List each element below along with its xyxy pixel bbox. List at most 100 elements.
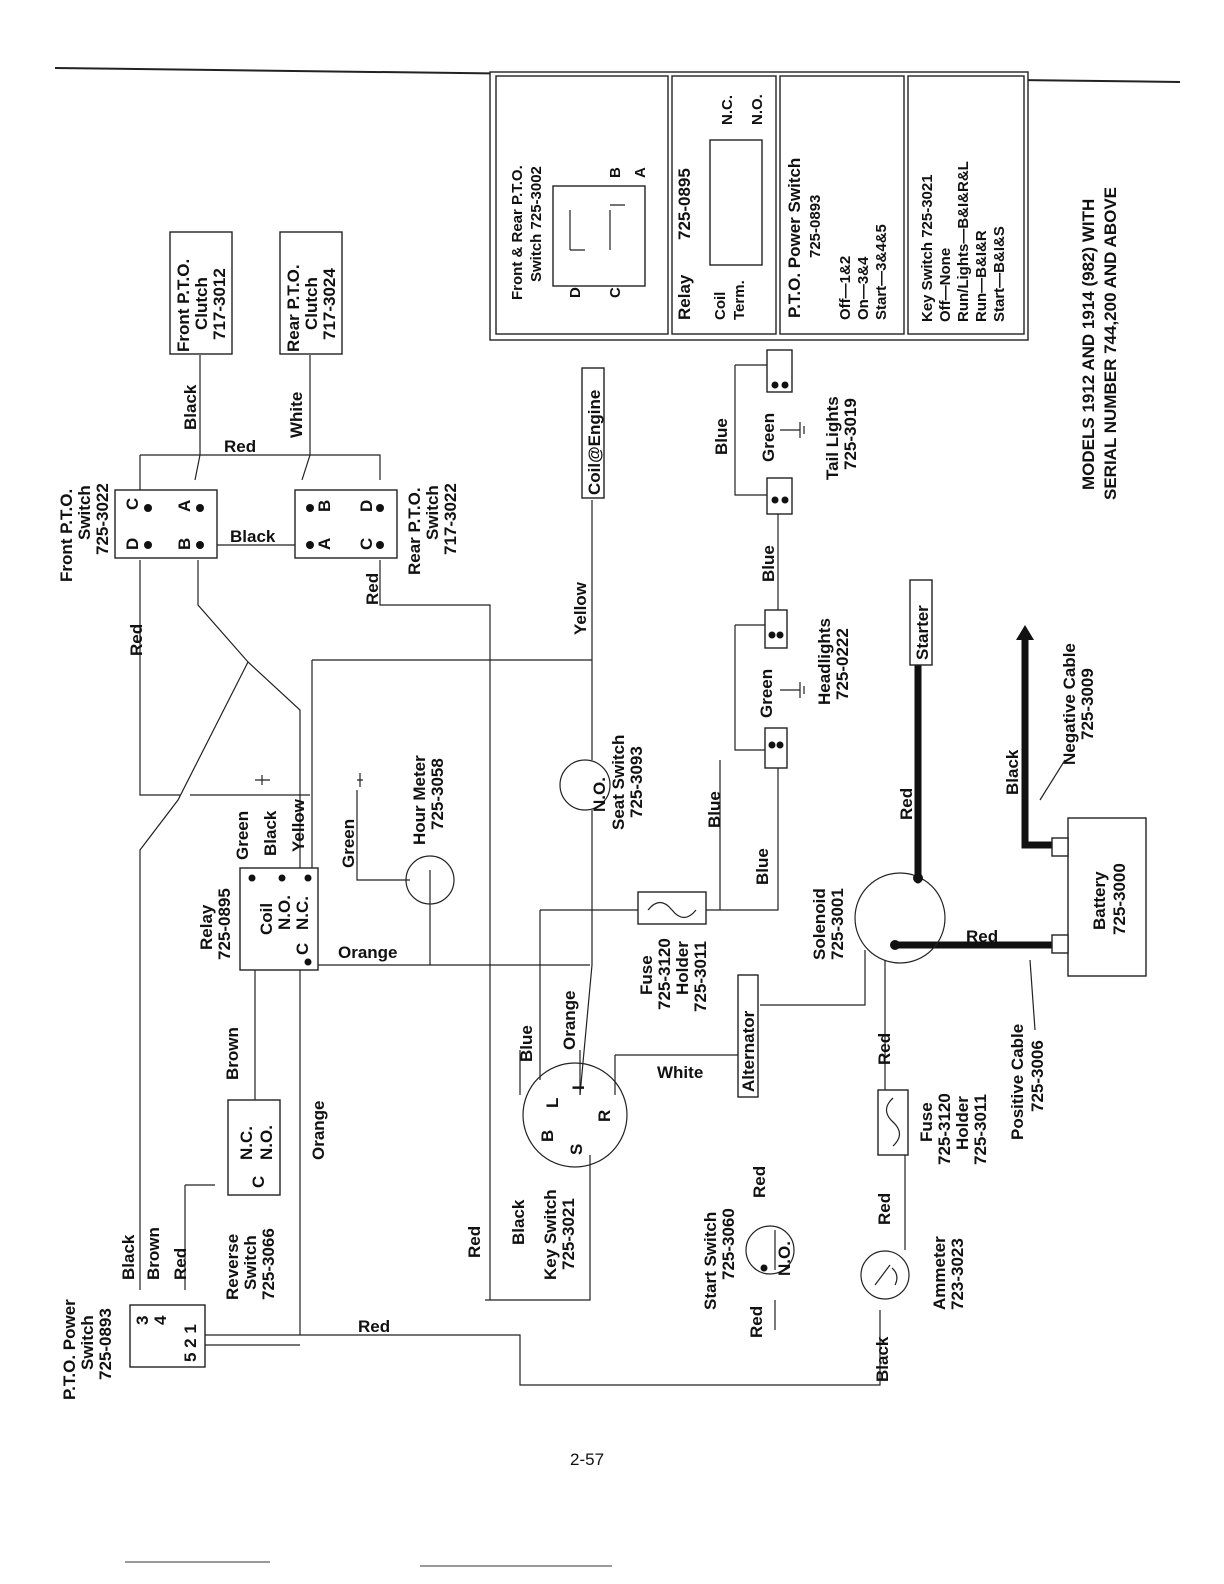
wire-label-orange-left: Orange [309, 1100, 328, 1160]
wire-label-black-batt: Black [1003, 749, 1022, 795]
wire-label-blue-head: Blue [759, 545, 778, 582]
rear-clutch-line1: Rear P.T.O. [284, 264, 303, 352]
solenoid-line2: 725-3001 [828, 888, 847, 960]
wire-label-red-pto: Red [171, 1248, 190, 1280]
wire-label-red-starter: Red [897, 788, 916, 820]
wire-label-black-ammeter: Black [873, 1336, 892, 1382]
ammeter-line2: 723-3023 [948, 1238, 967, 1310]
legend-relay-nc: N.C. [719, 95, 736, 125]
wire-label-blue-key: Blue [517, 1025, 536, 1062]
wire-label-orange-key: Orange [560, 990, 579, 1050]
wire-label-blue-mid1: Blue [705, 791, 724, 828]
legend-pto-power-part: 725-0893 [807, 195, 824, 258]
front-switch-terminals-d: D [123, 538, 142, 550]
reverse-c: C [249, 1176, 268, 1188]
negative-cable-line1: Negative Cable [1060, 643, 1079, 765]
negative-cable-label: Negative Cable 725-3009 [1039, 643, 1097, 801]
legend-relay-coil: Coil [712, 292, 729, 320]
solenoid: Solenoid 725-3001 [810, 872, 946, 964]
reverse-no: N.O. [257, 1125, 276, 1160]
rear-pto-switch: B D A C Rear P.T.O. Switch 717-3022 [294, 483, 460, 575]
legend-relay-title: Relay [675, 274, 694, 320]
positive-cable-line1: Positive Cable [1008, 1024, 1027, 1140]
fuse-top-line1: Fuse [637, 955, 656, 995]
ammeter: Ammeter 723-3023 [860, 1236, 967, 1310]
wire-label-white-rear: White [287, 392, 306, 438]
legend-pto-power-state-2: Start—3&4&5 [873, 224, 890, 320]
legend-key-switch-title: Key Switch 725-3021 [919, 174, 936, 322]
fuse-top-line4: 725-3011 [691, 941, 710, 1012]
relay-nc: N.C. [293, 896, 312, 930]
key-switch-line2: 725-3021 [559, 1198, 578, 1270]
relay-coil: Coil [257, 903, 276, 935]
reverse-nc: N.C. [237, 1126, 256, 1160]
relay: Coil N.O. C N.C. Relay 725-0895 [197, 775, 319, 971]
rear-clutch-line3: 717-3024 [320, 268, 339, 340]
wire-label-white-alt: White [657, 1063, 703, 1082]
coil-engine-label: Coil@Engine [585, 390, 604, 495]
wire-labels: Black White Red Black Red Red Yellow Blu… [119, 384, 1022, 1382]
battery-line1: Battery [1090, 871, 1109, 930]
key-switch-line1: Key Switch [541, 1189, 560, 1280]
wire-label-brown-pto: Brown [144, 1227, 163, 1280]
rear-switch-line3: 717-3022 [441, 483, 460, 555]
wire-label-black-pto: Black [119, 1234, 138, 1280]
front-clutch-line2: Clutch [192, 277, 211, 330]
wire-label-green-relay: Green [233, 811, 252, 860]
models-title-line1: MODELS 1912 AND 1914 (982) WITH [1079, 199, 1098, 490]
fuse-top: Fuse 725-3120 Holder 725-3011 [637, 891, 710, 1012]
tail-lights: Tail Lights 725-3019 [766, 349, 860, 515]
key-switch: B L I S R Key Switch 725-3021 [522, 1062, 628, 1280]
reverse-line3: 725-3066 [259, 1228, 278, 1300]
rear-pto-clutch: Rear P.T.O. Clutch 717-3024 [279, 231, 343, 355]
rear-clutch-line2: Clutch [302, 277, 321, 330]
front-clutch-line1: Front P.T.O. [174, 259, 193, 352]
wire-label-red-ammeter: Red [875, 1193, 894, 1225]
headlights-line1: Headlights [815, 618, 834, 705]
models-title-line2: SERIAL NUMBER 744,200 AND ABOVE [1101, 187, 1120, 500]
front-switch-line1: Front P.T.O. [57, 489, 76, 582]
legend-relay-term: Term. [731, 280, 748, 320]
headlights-line2: 725-0222 [833, 628, 852, 700]
seat-switch-line1: Seat Switch [609, 735, 628, 830]
rear-switch-a: A [315, 538, 334, 550]
relay-line2: 725-0895 [215, 888, 234, 960]
tail-lights-line1: Tail Lights [823, 396, 842, 480]
rear-switch-c: C [357, 538, 376, 550]
headlights: Headlights 725-0222 [764, 609, 852, 769]
pto-power-line2: Switch [78, 1315, 97, 1370]
wire-label-red-start: Red [750, 1166, 769, 1198]
wire-label-yellow-relay: Yellow [289, 798, 308, 852]
front-switch-terminals-b: B [175, 538, 194, 550]
legend-terminal-c: C [607, 287, 624, 298]
wire-label-brown-relay: Brown [223, 1027, 242, 1080]
rear-switch-b: B [315, 500, 334, 512]
legend-pto-power-title: P.T.O. Power Switch [785, 158, 804, 318]
legend-pto-switch-part: Switch 725-3002 [528, 166, 545, 282]
wire-label-green-head: Green [757, 669, 776, 718]
front-clutch-line3: 717-3012 [210, 268, 229, 340]
pto-power-switch: 3 4 5 2 1 P.T.O. Power Switch 725-0893 [60, 1299, 206, 1400]
key-terminal-i: I [569, 1085, 588, 1090]
fuse-bottom-line4: 725-3011 [971, 1094, 990, 1165]
fuse-top-line2: 725-3120 [655, 938, 674, 1010]
ammeter-line1: Ammeter [930, 1236, 949, 1310]
wire-label-red-fuse: Red [875, 1033, 894, 1065]
negative-cable [1021, 636, 1069, 849]
hour-meter-line1: Hour Meter [410, 755, 429, 845]
wire-label-red-start-bottom: Red [747, 1306, 766, 1338]
start-switch: N.O. Start Switch 725-3060 [701, 1208, 795, 1310]
wire-label-red-key: Red [465, 1226, 484, 1258]
wire-label-black-between: Black [230, 527, 276, 546]
wire-label-red-left: Red [127, 624, 146, 656]
solenoid-line1: Solenoid [810, 888, 829, 960]
legend-relay: Relay 725-0895 Coil Term. C N.C. N.O. [675, 94, 766, 320]
legend-pto-switch: Front & Rear P.T.O. Switch 725-3002 D C … [509, 165, 649, 300]
legend-key-switch-state-1: Run/Lights—B&I&R&L [955, 161, 972, 322]
seat-switch: N.O. Seat Switch 725-3093 [559, 735, 646, 830]
pto-power-term-3: 3 [133, 1316, 152, 1325]
fuse-bottom-line1: Fuse [917, 1102, 936, 1142]
rear-switch-line2: Switch [423, 485, 442, 540]
battery: Battery 725-3000 [1051, 817, 1147, 977]
